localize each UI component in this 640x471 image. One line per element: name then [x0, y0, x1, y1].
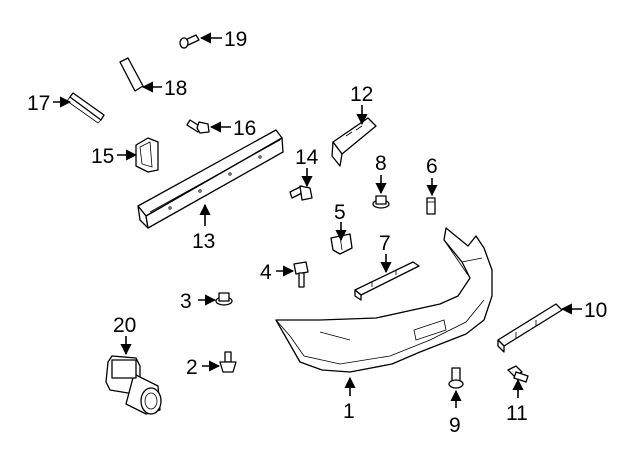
part-1-bumper-cover [275, 227, 493, 373]
callout-10: 10 [584, 299, 607, 322]
part-13-reinforcement [137, 129, 284, 229]
part-8-clip [372, 195, 390, 209]
part-11-retainer [507, 365, 529, 383]
part-17-bracket [66, 92, 105, 124]
callout-2: 2 [186, 356, 198, 379]
callout-16: 16 [233, 117, 256, 140]
callout-5: 5 [334, 201, 346, 224]
callout-14: 14 [295, 146, 319, 169]
part-20-sensor [105, 355, 162, 415]
callout-7: 7 [379, 232, 391, 255]
callout-13: 13 [192, 230, 215, 253]
part-19-screw [179, 34, 200, 49]
part-3-clip [215, 292, 233, 306]
part-18-strip [119, 57, 144, 92]
callout-11: 11 [506, 402, 528, 425]
part-14-bolt [289, 185, 313, 201]
callout-19: 19 [224, 28, 247, 51]
callout-8: 8 [375, 152, 387, 175]
callout-18: 18 [164, 77, 187, 100]
callout-20: 20 [113, 314, 136, 337]
part-12-bracket [331, 117, 377, 167]
callout-3: 3 [180, 290, 192, 313]
callout-15: 15 [91, 145, 114, 168]
part-4-bolt [293, 261, 309, 288]
part-16-bolt [186, 119, 210, 134]
part-9-clip [448, 367, 464, 389]
part-6-pin [426, 197, 436, 215]
callout-6: 6 [426, 155, 438, 178]
callout-9: 9 [449, 414, 461, 437]
callout-1: 1 [343, 400, 355, 423]
part-2-clip [219, 351, 237, 373]
part-10-bracket [497, 303, 563, 353]
part-15-bracket [135, 137, 159, 173]
callout-4: 4 [260, 261, 272, 284]
callout-12: 12 [350, 83, 373, 106]
callout-17: 17 [27, 92, 50, 115]
part-7-absorber [354, 261, 420, 301]
